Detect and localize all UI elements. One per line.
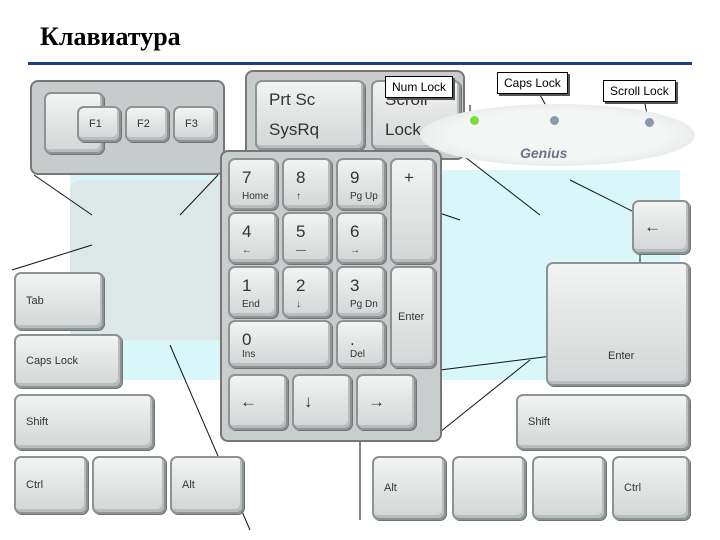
key-arrow-down[interactable]: ↓ — [292, 374, 352, 430]
key-right-alt[interactable]: Alt — [372, 456, 446, 520]
key-num-5[interactable]: 5— — [282, 212, 332, 264]
key-num-dot[interactable]: .Del — [336, 320, 386, 368]
key-right-enter[interactable]: Enter — [546, 262, 690, 386]
key-f1[interactable]: F1 — [77, 106, 121, 142]
key-num-enter[interactable]: Enter — [390, 266, 436, 368]
key-left-shift[interactable]: Shift — [14, 394, 154, 450]
key-backspace[interactable]: ← — [632, 200, 690, 254]
key-left-win[interactable] — [92, 456, 166, 514]
key-num-8[interactable]: 8↑ — [282, 158, 332, 210]
key-right-ctrl[interactable]: Ctrl — [612, 456, 690, 520]
num-lock-led — [470, 116, 479, 125]
key-left-alt[interactable]: Alt — [170, 456, 244, 514]
key-num-2[interactable]: 2↓ — [282, 266, 332, 318]
key-arrow-left[interactable]: ← — [228, 374, 288, 430]
key-num-4[interactable]: 4← — [228, 212, 278, 264]
key-tab[interactable]: Tab — [14, 272, 104, 330]
scroll-lock-led — [645, 118, 654, 127]
key-num-6[interactable]: 6→ — [336, 212, 386, 264]
key-menu[interactable] — [532, 456, 606, 520]
key-f3[interactable]: F3 — [173, 106, 217, 142]
key-caps-lock[interactable]: Caps Lock — [14, 334, 122, 388]
key-print-screen[interactable]: Prt Sc SysRq — [255, 80, 365, 150]
brand-logo: Genius — [520, 145, 568, 161]
callout-scroll-lock: Scroll Lock — [603, 80, 676, 102]
indicator-panel — [420, 104, 695, 166]
caps-lock-led — [550, 116, 559, 125]
key-left-ctrl[interactable]: Ctrl — [14, 456, 88, 514]
function-keys-panel: F1 F2 F3 — [30, 80, 225, 175]
key-arrow-right[interactable]: → — [356, 374, 416, 430]
page-title: Клавиатура — [40, 22, 181, 51]
key-right-win[interactable] — [452, 456, 526, 520]
callout-caps-lock: Caps Lock — [497, 72, 568, 94]
key-right-shift[interactable]: Shift — [516, 394, 690, 450]
callout-num-lock: Num Lock — [385, 76, 454, 98]
escape-key-partial[interactable] — [44, 92, 104, 154]
key-num-plus[interactable]: + — [390, 158, 436, 264]
key-f2[interactable]: F2 — [125, 106, 169, 142]
title-underline — [28, 62, 692, 65]
